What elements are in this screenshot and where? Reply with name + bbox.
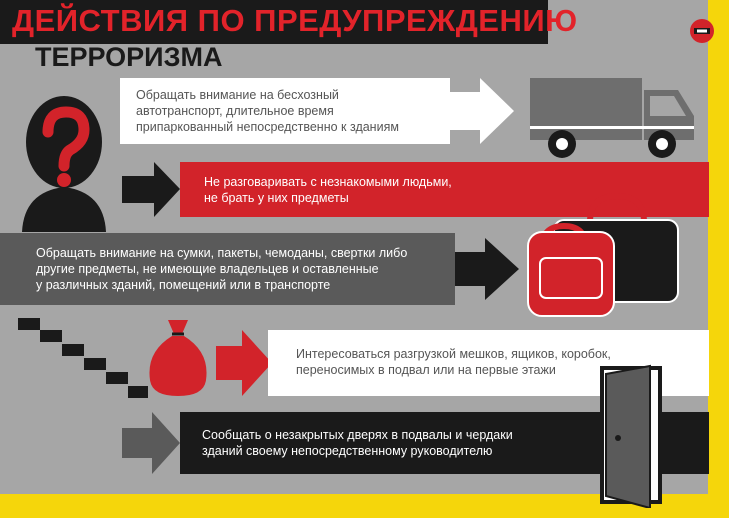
item-1-band: Обращать внимание на бесхозный автотранс… <box>120 78 450 144</box>
item-3-line-2: другие предметы, не имеющие владельцев и… <box>36 262 379 276</box>
item-2-band: Не разговаривать с незнакомыми людьми, н… <box>180 162 709 217</box>
truck-icon <box>530 78 694 158</box>
item-1-line-3: припаркованный непосредственно к зданиям <box>136 120 399 134</box>
item-2-line-1: Не разговаривать с незнакомыми людьми, <box>204 175 452 189</box>
arrow-right-icon <box>450 78 514 144</box>
question-head-icon <box>22 96 106 232</box>
item-5-line-2: зданий своему непосредственному руководи… <box>202 444 493 458</box>
item-5-line-1: Сообщать о незакрытых дверях в подвалы и… <box>202 428 513 442</box>
item-4-line-1: Интересоваться разгрузкой мешков, ящиков… <box>296 347 611 361</box>
arrow-right-icon <box>122 412 180 474</box>
logo-icon <box>690 19 714 43</box>
item-2-line-2: не брать у них предметы <box>204 191 349 205</box>
arrow-right-icon <box>216 330 272 396</box>
arrow-right-icon <box>455 238 519 300</box>
page-title: ДЕЙСТВИЯ ПО ПРЕДУПРЕЖДЕНИЮ <box>12 3 578 38</box>
open-door-icon <box>600 364 662 508</box>
item-1-line-1: Обращать внимание на бесхозный <box>136 88 339 102</box>
title-bar: ДЕЙСТВИЯ ПО ПРЕДУПРЕЖДЕНИЮ <box>0 0 577 44</box>
bags-icon <box>527 192 679 317</box>
item-3-line-1: Обращать внимание на сумки, пакеты, чемо… <box>36 246 408 260</box>
yellow-strip <box>708 0 729 518</box>
item-1-line-2: автотранспорт, длительное время <box>136 104 334 118</box>
item-3-band: Обращать внимание на сумки, пакеты, чемо… <box>0 233 455 305</box>
page-subtitle: ТЕРРОРИЗМА <box>35 42 223 72</box>
item-4-line-2: переносимых в подвал или на первые этажи <box>296 363 556 377</box>
item-3-line-3: у различных зданий, помещений или в тран… <box>36 278 331 292</box>
sack-icon <box>149 320 207 396</box>
stairs-icon <box>18 318 148 398</box>
arrow-right-icon <box>122 162 180 217</box>
